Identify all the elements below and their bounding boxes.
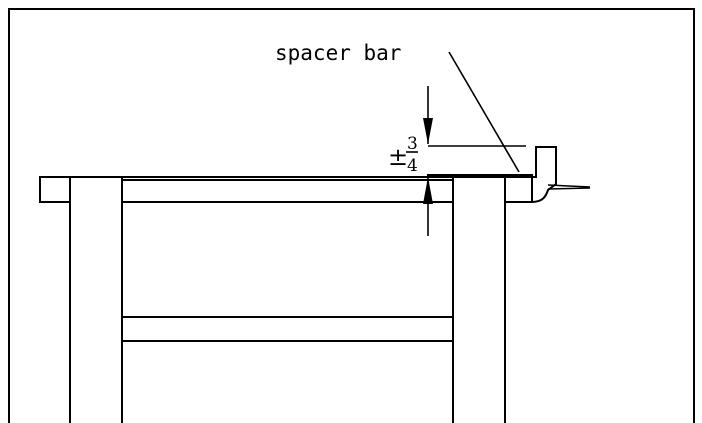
spacer-bar-label: spacer bar bbox=[275, 41, 401, 65]
left-post bbox=[69, 176, 123, 423]
rail-edges bbox=[39, 176, 533, 203]
leader-line bbox=[448, 51, 520, 173]
clamp-hook bbox=[530, 146, 591, 204]
dimension-arrow-down bbox=[423, 86, 433, 144]
fraction-numerator: 3 bbox=[407, 134, 418, 154]
fraction-denominator: 4 bbox=[407, 156, 418, 176]
right-post bbox=[452, 176, 506, 423]
tolerance-sign: ± bbox=[388, 143, 408, 171]
dimension-arrow-up bbox=[423, 177, 433, 236]
middle-crossbar bbox=[121, 316, 454, 342]
drawing-frame bbox=[8, 8, 695, 423]
